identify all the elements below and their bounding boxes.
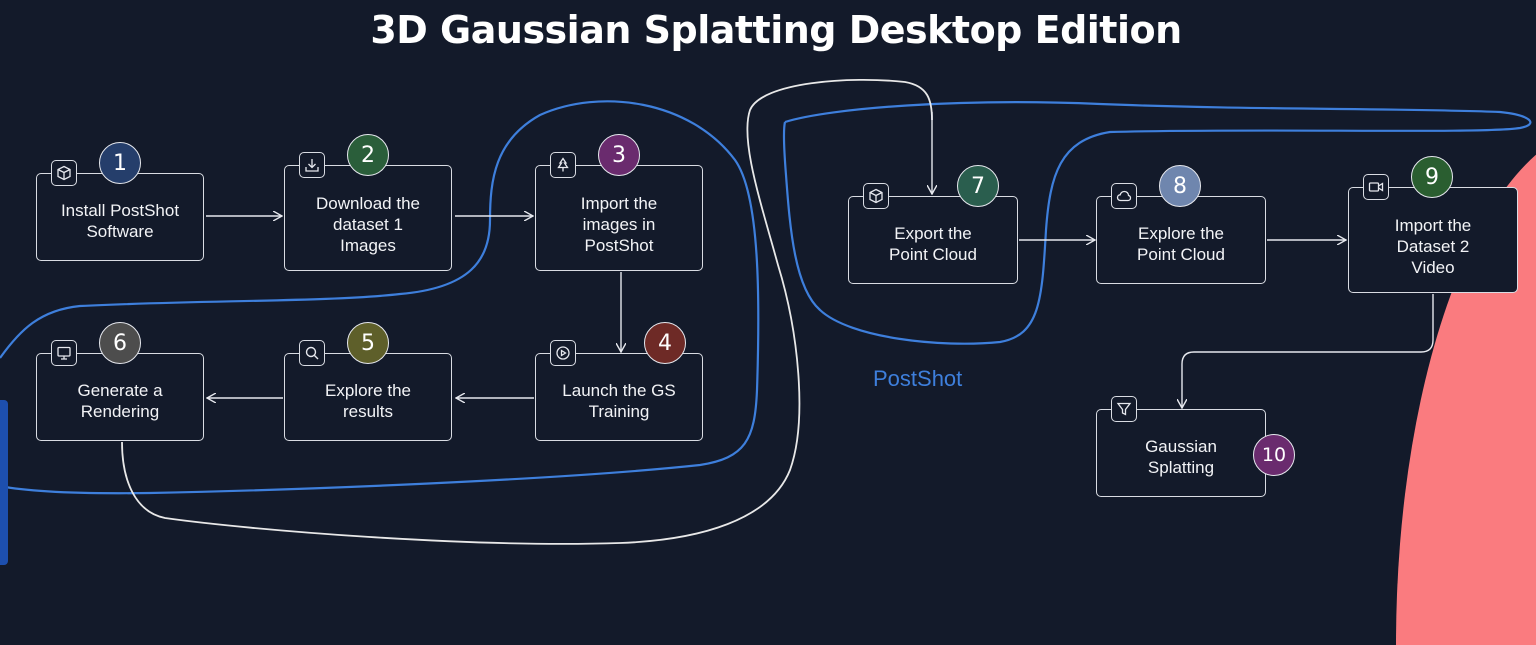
tree-icon [550, 152, 576, 178]
step-label: Launch the GS Training [562, 381, 676, 422]
connector-layer [0, 78, 1532, 545]
step-number-badge: 2 [347, 134, 389, 176]
postshot-group-label: PostShot [873, 366, 963, 391]
cloud-icon [1111, 183, 1137, 209]
arrow-9-10 [1182, 294, 1434, 408]
step-explore-results[interactable]: 5 Explore the results [284, 322, 452, 441]
step-number-badge: 3 [598, 134, 640, 176]
filter-icon [1111, 396, 1137, 422]
cube-icon [863, 183, 889, 209]
step-number-badge: 5 [347, 322, 389, 364]
step-label: Install PostShot Software [60, 201, 180, 242]
step-download-dataset-1[interactable]: 2 Download the dataset 1 Images [284, 134, 452, 271]
step-number-badge: 10 [1253, 434, 1295, 476]
step-label: Generate a Rendering [77, 381, 163, 422]
monitor-icon [51, 340, 77, 366]
step-import-dataset-2-video[interactable]: 9 Import the Dataset 2 Video [1348, 156, 1518, 293]
page-title: 3D Gaussian Splatting Desktop Edition [370, 8, 1182, 52]
step-number-badge: 7 [957, 165, 999, 207]
step-install-postshot[interactable]: 1 Install PostShot Software [36, 142, 204, 261]
step-number-badge: 9 [1411, 156, 1453, 198]
step-number-badge: 4 [644, 322, 686, 364]
step-label: Explore the Point Cloud [1137, 224, 1225, 265]
diagram-canvas: 3D Gaussian Splatting Desktop Edition 1 … [0, 8, 1536, 645]
video-icon [1363, 174, 1389, 200]
group-outline-right [782, 101, 1532, 345]
step-number-badge: 1 [99, 142, 141, 184]
step-label: Explore the results [325, 381, 411, 422]
step-import-images[interactable]: 3 Import the images in PostShot [535, 134, 703, 271]
step-label: Export the Point Cloud [889, 224, 977, 265]
group-outline-left [0, 100, 760, 495]
cube-icon [51, 160, 77, 186]
step-number-badge: 6 [99, 322, 141, 364]
hand-drawn-outline [121, 78, 933, 545]
step-label: Import the Dataset 2 Video [1394, 215, 1472, 277]
step-number-badge: 8 [1159, 165, 1201, 207]
step-launch-gs-training[interactable]: 4 Launch the GS Training [535, 322, 703, 441]
download-icon [299, 152, 325, 178]
step-export-point-cloud[interactable]: 7 Export the Point Cloud [848, 165, 1018, 284]
step-label: Gaussian Splatting [1145, 437, 1217, 478]
search-icon [299, 340, 325, 366]
step-gaussian-splatting[interactable]: 10 Gaussian Splatting [1096, 396, 1295, 497]
step-label: Download the dataset 1 Images [316, 193, 420, 255]
step-label: Import the images in PostShot [580, 193, 658, 255]
left-edge-accent [0, 400, 8, 565]
step-explore-point-cloud[interactable]: 8 Explore the Point Cloud [1096, 165, 1266, 284]
step-generate-rendering[interactable]: 6 Generate a Rendering [36, 322, 204, 441]
play-circle-icon [550, 340, 576, 366]
